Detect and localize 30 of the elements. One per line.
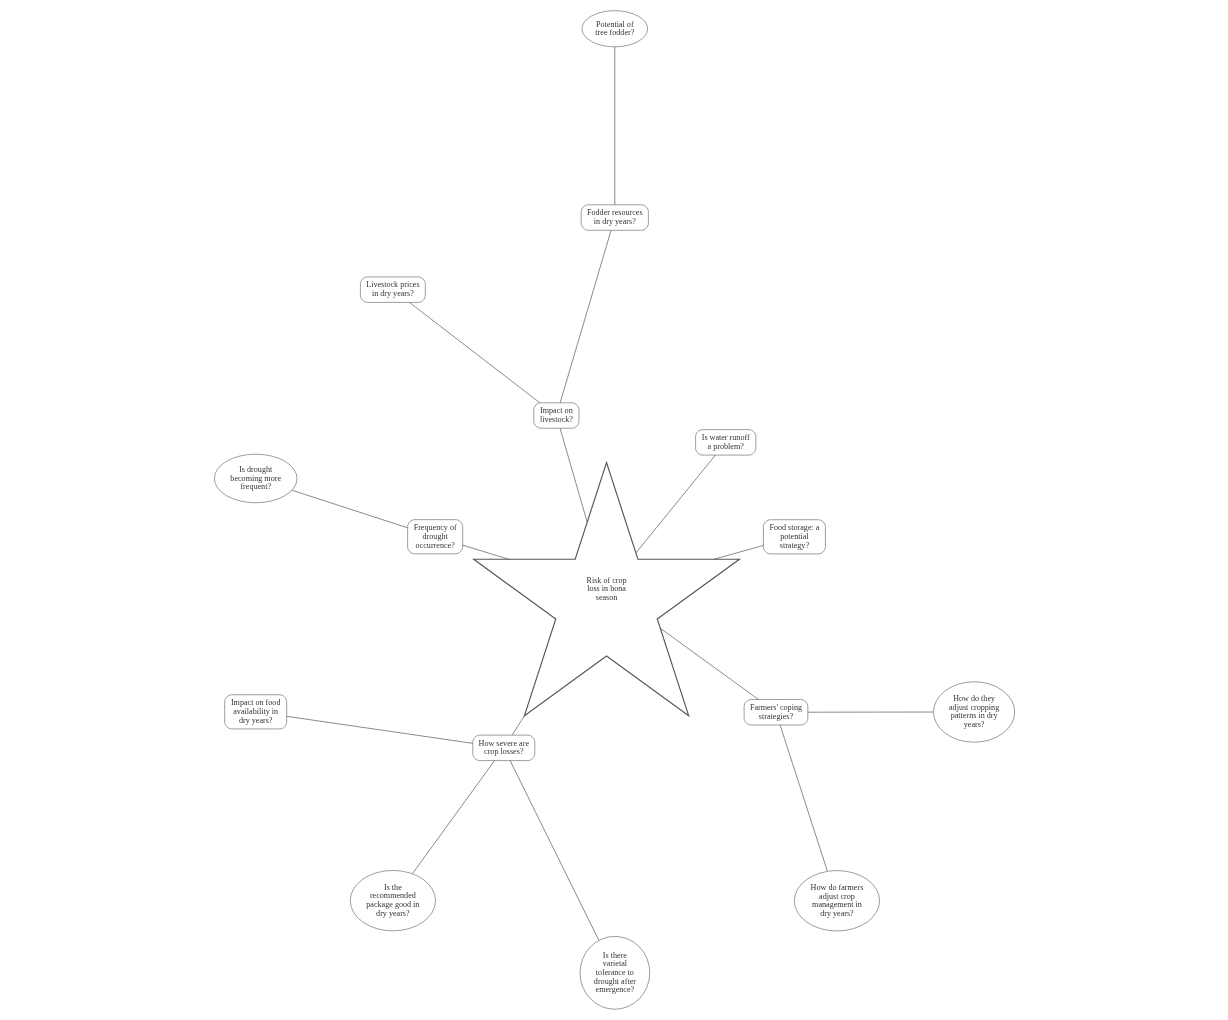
connector bbox=[509, 760, 599, 941]
connector bbox=[712, 545, 764, 560]
node-box: Farmers' coping strategies? bbox=[743, 699, 808, 726]
node-box: Food storage: a potential strategy? bbox=[762, 519, 826, 555]
node-ellipse: Is the recommended package good in dry years? bbox=[349, 870, 436, 932]
node-box: Fodder resources in dry years? bbox=[580, 204, 649, 231]
node-box: Is water runoff a problem? bbox=[694, 429, 756, 456]
connector bbox=[511, 714, 525, 736]
node-circle: Is there varietal tolerance to drought after emergence? bbox=[579, 936, 650, 1010]
connector bbox=[807, 711, 934, 713]
node-box: Impact on livestock? bbox=[533, 402, 579, 429]
node-box: How severe are crop losses? bbox=[472, 734, 535, 761]
node-box: Livestock prices in dry years? bbox=[359, 276, 426, 303]
node-ellipse: Is drought becoming more frequent? bbox=[213, 453, 297, 504]
connector bbox=[559, 427, 587, 523]
connector bbox=[461, 544, 509, 560]
connector bbox=[411, 760, 495, 875]
connector bbox=[286, 716, 473, 744]
node-box: Frequency of drought occurrence? bbox=[406, 519, 463, 555]
connector bbox=[613, 46, 615, 205]
node-box: Impact on food availability in dry years? bbox=[223, 694, 287, 730]
connector bbox=[779, 724, 828, 872]
connector bbox=[291, 489, 408, 529]
node-ellipse: Potential of tree fodder? bbox=[581, 10, 648, 48]
connector bbox=[635, 454, 716, 554]
connector bbox=[659, 627, 759, 700]
connector bbox=[559, 230, 611, 404]
node-ellipse: How do they adjust cropping patterns in dry years? bbox=[932, 681, 1015, 743]
node-ellipse: How do farmers adjust crop management in dry years? bbox=[793, 870, 880, 932]
connector bbox=[408, 302, 540, 404]
